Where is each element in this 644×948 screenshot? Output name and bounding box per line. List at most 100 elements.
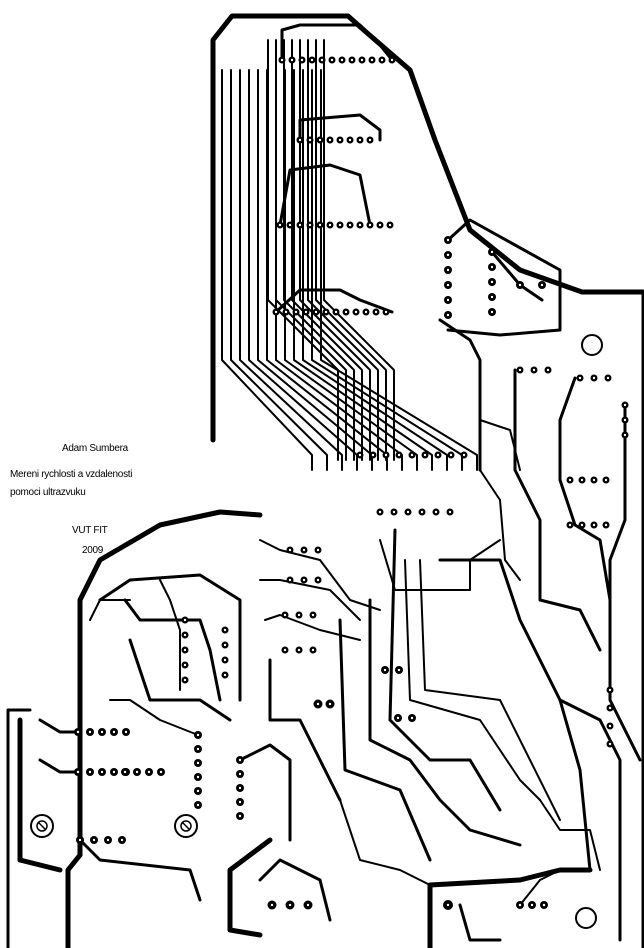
drill-hole	[360, 58, 364, 62]
copper-trace	[78, 838, 202, 902]
copper-trace	[513, 368, 602, 652]
drill-hole	[283, 613, 287, 617]
drill-hole	[580, 523, 584, 527]
author-label: Adam Sumbera	[62, 443, 128, 454]
component-pads	[74, 56, 629, 910]
drill-hole	[88, 770, 92, 774]
drill-hole	[135, 770, 139, 774]
drill-hole	[76, 730, 80, 734]
drill-hole	[542, 903, 546, 907]
drill-hole	[623, 418, 627, 422]
copper-trace	[238, 743, 292, 842]
drill-hole	[183, 678, 187, 682]
drill-hole	[592, 478, 596, 482]
copper-trace	[159, 579, 181, 691]
drill-hole	[368, 138, 372, 142]
copper-trace	[558, 376, 612, 602]
copper-trace	[227, 837, 273, 938]
drill-hole	[196, 761, 200, 765]
copper-trace	[77, 509, 263, 858]
drill-hole	[88, 730, 92, 734]
copper-trace	[268, 658, 342, 802]
drill-hole	[297, 613, 301, 617]
drill-hole	[308, 138, 312, 142]
drill-hole	[100, 770, 104, 774]
drill-hole	[608, 724, 612, 728]
drill-hole	[196, 775, 200, 779]
drill-hole	[384, 453, 388, 457]
drill-hole	[423, 453, 427, 457]
drill-hole	[196, 747, 200, 751]
mounting-hole-icon	[174, 814, 198, 838]
copper-trace	[278, 163, 372, 227]
drill-hole	[420, 510, 424, 514]
drill-hole	[490, 250, 494, 254]
drill-hole	[446, 298, 450, 302]
drill-hole	[308, 223, 312, 227]
copper-trace	[248, 69, 358, 471]
copper-trace	[259, 539, 381, 611]
drill-hole	[298, 138, 302, 142]
drill-hole	[288, 223, 292, 227]
copper-trace	[388, 528, 502, 812]
drill-hole	[223, 643, 227, 647]
drill-hole	[608, 688, 612, 692]
drill-hole	[446, 253, 450, 257]
drill-hole	[358, 223, 362, 227]
drill-hole	[284, 310, 288, 314]
drill-hole	[270, 903, 274, 907]
drill-hole	[396, 716, 400, 720]
drill-hole	[278, 223, 282, 227]
drill-hole	[358, 138, 362, 142]
drill-hole	[324, 310, 328, 314]
drill-hole	[530, 903, 534, 907]
drill-hole	[280, 58, 284, 62]
copper-trace	[404, 559, 541, 801]
drill-hole	[196, 733, 200, 737]
drill-hole	[446, 268, 450, 272]
copper-trace	[264, 614, 361, 641]
drill-hole	[124, 730, 128, 734]
drill-hole	[348, 223, 352, 227]
drill-hole	[518, 283, 522, 287]
copper-trace	[280, 23, 394, 62]
drill-hole	[436, 453, 440, 457]
drill-hole	[354, 310, 358, 314]
drill-hole	[223, 628, 227, 632]
drill-hole	[448, 510, 452, 514]
copper-trace	[419, 559, 561, 821]
drill-hole	[462, 453, 466, 457]
copper-trace	[446, 218, 562, 337]
copper-trace	[283, 39, 355, 461]
drill-hole	[123, 770, 127, 774]
drill-hole	[238, 814, 242, 818]
drill-hole	[434, 510, 438, 514]
drill-hole	[294, 310, 298, 314]
drill-hole	[223, 673, 227, 677]
copper-traces	[6, 13, 644, 948]
drill-hole	[300, 58, 304, 62]
copper-trace	[379, 539, 501, 591]
drill-hole	[238, 786, 242, 790]
copper-trace	[89, 599, 131, 621]
drill-hole	[518, 903, 522, 907]
drill-hole	[320, 58, 324, 62]
drill-hole	[147, 770, 151, 774]
drill-hole	[578, 376, 582, 380]
drill-hole	[196, 789, 200, 793]
drill-hole	[446, 238, 450, 242]
drill-hole	[76, 770, 80, 774]
drill-hole	[311, 648, 315, 652]
copper-trace	[267, 39, 339, 461]
copper-trace	[427, 867, 593, 948]
drill-hole	[397, 453, 401, 457]
copper-trace	[458, 903, 502, 942]
copper-trace	[479, 469, 521, 581]
drill-hole	[608, 706, 612, 710]
copper-trace	[519, 869, 561, 906]
drill-hole	[384, 310, 388, 314]
drill-hole	[334, 310, 338, 314]
drill-hole	[318, 223, 322, 227]
copper-trace	[109, 699, 199, 736]
drill-hole	[348, 138, 352, 142]
